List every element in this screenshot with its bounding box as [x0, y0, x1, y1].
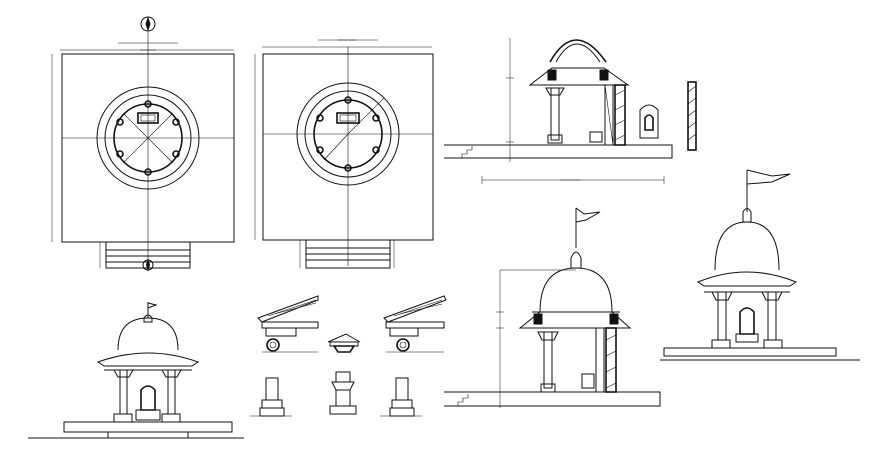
dome-elevation-right: [660, 169, 860, 361]
platform-base: [663, 347, 837, 357]
plan-view-left: [51, 16, 235, 272]
ground-line: [444, 144, 673, 159]
entry-steps: [99, 241, 191, 269]
eave: [518, 311, 632, 329]
column-base-detail-3: [380, 377, 422, 417]
idol-plinth: [137, 112, 159, 124]
idol: [739, 307, 755, 335]
idol: [140, 385, 156, 411]
ground-line: [444, 391, 661, 407]
idol-plinth: [336, 112, 360, 124]
finial: [570, 251, 582, 269]
idol-niche: [639, 104, 659, 139]
dome: [117, 317, 179, 351]
eave: [696, 271, 798, 287]
north-arrow-icon: [140, 16, 156, 45]
column-capital: [266, 338, 280, 352]
north-arrow-bottom-icon: [142, 258, 154, 272]
pennant-flag-icon: [575, 207, 601, 248]
dome-section-bottom: [444, 207, 661, 408]
column-left: [717, 291, 727, 341]
wall-hatched: [614, 84, 626, 146]
pennant-flag-icon: [746, 169, 791, 212]
column-capital: [396, 338, 410, 352]
plan-view-right: [254, 39, 434, 269]
column-base-detail-2: [329, 371, 357, 415]
dome: [714, 221, 780, 271]
dome: [539, 267, 613, 313]
eave-detail-2: [327, 333, 361, 353]
eave-detail-1: [257, 295, 319, 353]
side-niche-detail: [639, 81, 697, 151]
section-elevation-top: [444, 38, 673, 184]
eave-detail-3: [383, 295, 447, 353]
hatched-panel: [687, 81, 697, 151]
entry-steps: [299, 239, 395, 269]
dome-section-arc: [549, 39, 607, 63]
finial: [742, 208, 752, 223]
platform-base: [63, 421, 233, 433]
roof-section: [528, 67, 630, 86]
column-right: [767, 291, 777, 341]
column-base-detail-1: [250, 377, 292, 417]
eave: [96, 352, 200, 367]
dimension-ticks: [140, 39, 580, 181]
dome-elevation-left: [28, 302, 244, 439]
finial: [143, 314, 153, 323]
column: [550, 87, 560, 141]
